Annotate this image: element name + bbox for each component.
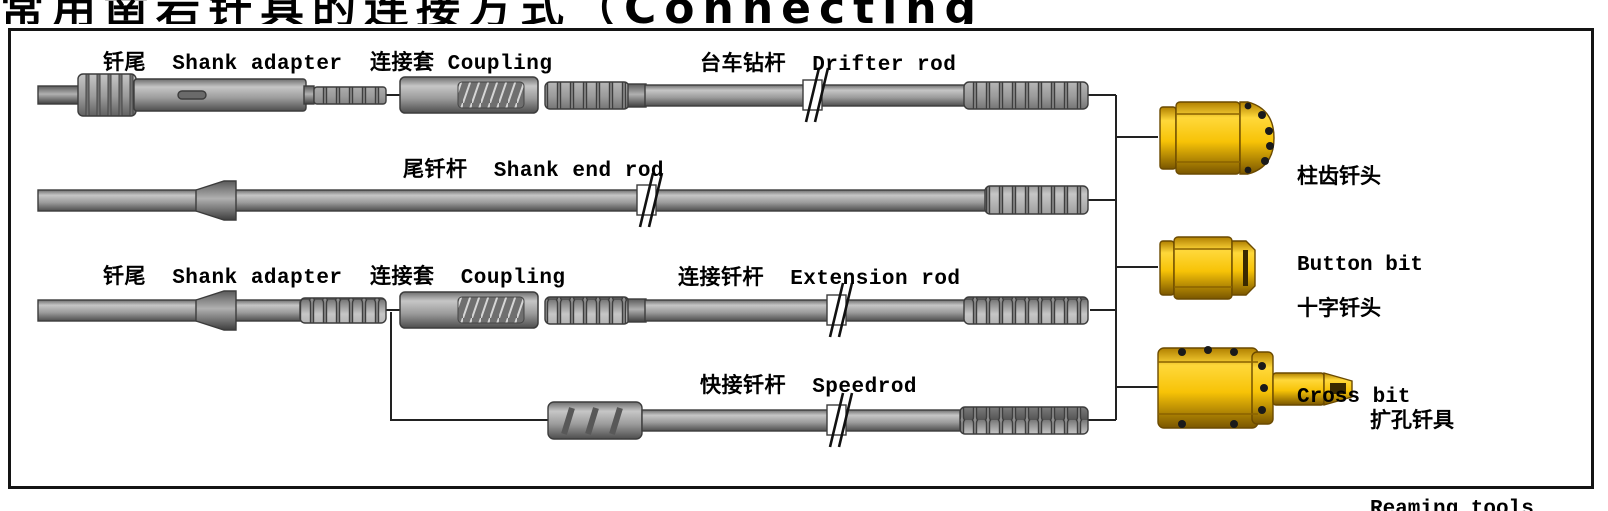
button-bit-graphic	[1159, 101, 1275, 175]
label-button-bit: 柱齿钎头 Button bit	[1297, 106, 1423, 338]
coupling-2-graphic	[399, 291, 539, 329]
clipped-title-fragment: 常用凿岩钎具的连接方式（Connecting of drilling tools…	[0, 0, 1000, 24]
label-button-bit-en: Button bit	[1297, 254, 1424, 277]
label-row3-shank-adapter: 钎尾 Shank adapter	[103, 267, 343, 290]
drifter-rod-graphic	[544, 66, 1089, 124]
speedrod-graphic	[547, 391, 1089, 449]
label-row3-coupling: 连接套 Coupling	[370, 267, 566, 290]
coupling-1-graphic	[399, 76, 539, 114]
reaming-tools-graphic	[1157, 346, 1353, 429]
cross-bit-graphic	[1159, 236, 1256, 300]
label-row3-extension-rod: 连接钎杆 Extension rod	[678, 268, 961, 291]
label-cross-bit-zh: 十字钎头	[1297, 299, 1381, 322]
label-row4-speedrod: 快接钎杆 Speedrod	[700, 376, 918, 399]
label-reaming-tools-zh: 扩孔钎具	[1370, 411, 1454, 434]
label-cross-bit: 十字钎头 Cross bit	[1297, 238, 1410, 470]
label-row1-shank-adapter: 钎尾 Shank adapter	[103, 53, 343, 76]
label-row1-drifter-rod: 台车钻杆 Drifter rod	[700, 54, 957, 77]
clipped-title-text: 常用凿岩钎具的连接方式（Connecting of drilling tools…	[0, 0, 1000, 24]
label-button-bit-zh: 柱齿钎头	[1297, 167, 1381, 190]
label-reaming-tools: 扩孔钎具 Reaming tools	[1370, 350, 1534, 511]
label-row1-coupling: 连接套 Coupling	[370, 53, 553, 76]
label-row2-shank-end-rod: 尾钎杆 Shank end rod	[403, 160, 665, 183]
shank-adapter-1-graphic	[37, 73, 387, 117]
extension-rod-graphic	[544, 281, 1089, 339]
shank-end-rod-graphic	[37, 171, 1089, 229]
label-reaming-tools-en: Reaming tools	[1370, 498, 1534, 511]
label-cross-bit-en: Cross bit	[1297, 386, 1411, 409]
shank-adapter-2-graphic	[37, 290, 387, 331]
